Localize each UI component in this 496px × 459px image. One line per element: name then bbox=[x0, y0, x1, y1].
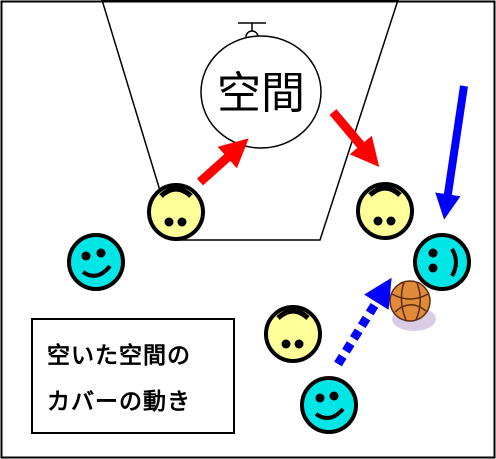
open-space: 空間 bbox=[200, 35, 322, 149]
basketball-icon bbox=[389, 280, 436, 331]
caption-line-1: 空いた空間の bbox=[47, 343, 191, 369]
caption-line-2: カバーの動き bbox=[47, 389, 191, 415]
cut-arrow bbox=[435, 85, 468, 220]
attacker-1 bbox=[67, 233, 125, 291]
defense-move-arrow-right bbox=[329, 109, 380, 168]
attacker-3 bbox=[300, 376, 358, 434]
defense-move-arrow-left bbox=[196, 138, 249, 186]
defender-2 bbox=[356, 182, 414, 240]
defender-1 bbox=[147, 183, 205, 241]
key-area bbox=[101, 0, 399, 241]
caption-box: 空いた空間の カバーの動き bbox=[31, 318, 235, 434]
attacker-2 bbox=[413, 233, 471, 291]
space-label: 空間 bbox=[217, 68, 305, 119]
defender-3 bbox=[264, 305, 322, 363]
